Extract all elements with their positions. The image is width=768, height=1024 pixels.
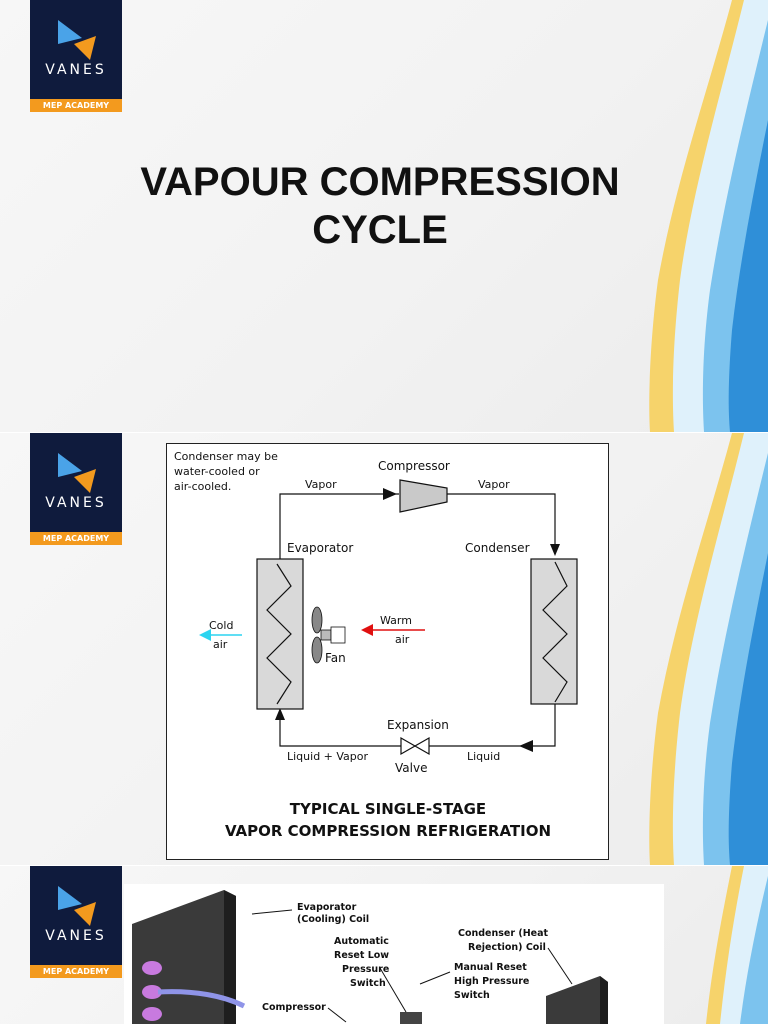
low-pressure-callout-3: Pressure [342,964,389,975]
note-line-3: air-cooled. [174,480,231,493]
high-pressure-callout-3: Switch [454,990,490,1001]
caption-line-2: VAPOR COMPRESSION REFRIGERATION [225,822,551,840]
valve-label: Valve [395,761,427,775]
fan-label: Fan [325,651,346,665]
fan-icon [311,606,346,664]
condenser-coil-icon [530,558,578,705]
refrigeration-cycle-diagram: Condenser may be water-cooled or air-coo… [166,443,609,860]
compressor-callout: Compressor [262,1002,326,1013]
evaporator-callout-1: Evaporator [297,902,357,913]
brand-tagline: MEP ACADEMY [30,99,122,112]
arrow-to-condenser [550,544,560,556]
vanes-logo: VANES MEP ACADEMY [30,866,122,978]
callout-lines [251,909,573,1023]
arrow-to-evaporator [275,708,285,720]
arrow-to-compressor [383,488,397,500]
cold-air-label-2: air [213,638,228,651]
vanes-logo-icon [58,20,96,60]
arrow-liquid [519,740,533,752]
expansion-valve-icon [400,736,430,756]
low-pressure-callout-1: Automatic [334,936,389,947]
evaporator-callout-2: (Cooling) Coil [297,914,369,925]
note-line-1: Condenser may be [174,450,278,463]
refrigeration-unit-illustration: Evaporator (Cooling) Coil Automatic Rese… [124,884,664,1024]
evaporator-coil-image [132,890,246,1024]
condenser-label: Condenser [465,541,530,555]
slide-cycle-diagram: VANES MEP ACADEMY Condenser may be water… [0,433,768,865]
low-pressure-callout-4: Switch [350,978,386,989]
refrigerant-piping [279,493,556,747]
title-line-2: CYCLE [312,208,448,252]
cold-air-label-1: Cold [209,619,233,632]
decorative-wave [649,0,768,432]
caption-line-1: TYPICAL SINGLE-STAGE [290,800,486,818]
note-line-2: water-cooled or [174,465,260,478]
slide-components-photo: VANES MEP ACADEMY [0,866,768,1024]
brand-name: VANES [45,495,107,511]
title-line-1: VAPOUR COMPRESSION [140,160,620,204]
decorative-wave [706,866,768,1024]
low-pressure-callout-2: Reset Low [334,950,389,961]
condenser-callout-2: Rejection) Coil [468,942,546,953]
condenser-coil-image [546,976,608,1024]
cold-air-arrow [199,629,242,641]
slide-title-text: VAPOUR COMPRESSION CYCLE [100,158,660,254]
slide-title: VANES MEP ACADEMY VAPOUR COMPRESSION CYC… [0,0,768,432]
brand-tagline: MEP ACADEMY [30,965,122,978]
high-pressure-callout-2: High Pressure [454,976,529,987]
brand-name: VANES [45,62,107,78]
evaporator-label: Evaporator [287,541,353,555]
vapor-label-left: Vapor [305,478,337,491]
warm-air-label-1: Warm [380,614,412,627]
brand-name: VANES [45,928,107,944]
liquid-vapor-label: Liquid + Vapor [287,750,369,763]
decorative-wave [649,433,768,865]
condenser-callout-1: Condenser (Heat [458,928,549,939]
evaporator-coil-icon [256,558,304,710]
warm-air-label-2: air [395,633,410,646]
pressure-switch-image [400,1012,422,1024]
high-pressure-callout-1: Manual Reset [454,962,527,973]
compressor-label: Compressor [378,459,450,473]
warm-air-arrow [361,624,425,636]
vanes-logo-icon [58,453,96,493]
liquid-label: Liquid [467,750,500,763]
compressor-icon [399,479,448,513]
expansion-label: Expansion [387,718,449,732]
brand-tagline: MEP ACADEMY [30,532,122,545]
vapor-label-right: Vapor [478,478,510,491]
vanes-logo-icon [58,886,96,926]
vanes-logo: VANES MEP ACADEMY [30,433,122,545]
vanes-logo: VANES MEP ACADEMY [30,0,122,112]
